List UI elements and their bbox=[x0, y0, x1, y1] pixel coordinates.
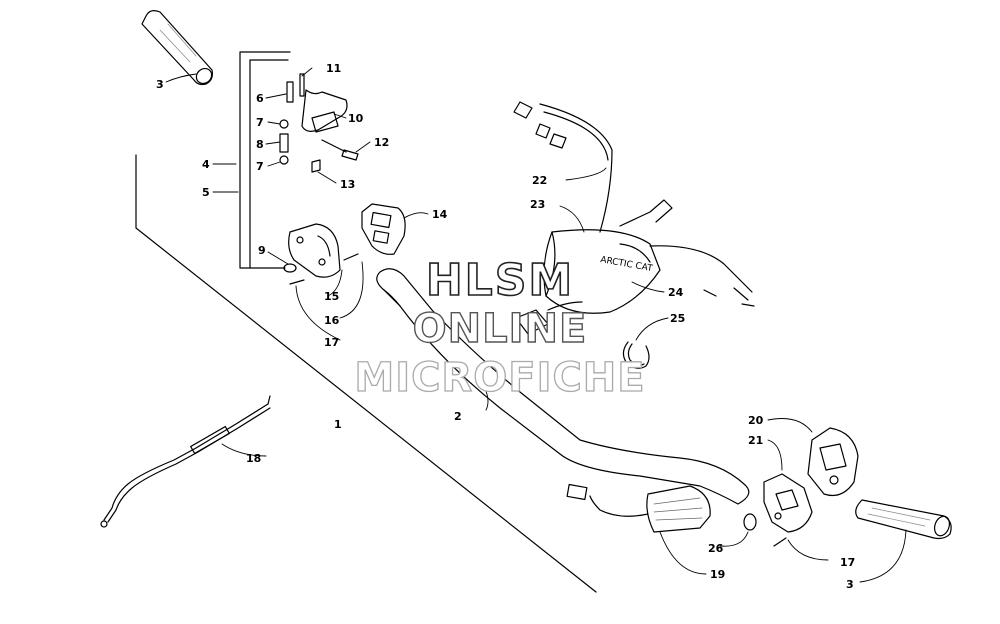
left-grip bbox=[141, 10, 213, 86]
callout-11: 11 bbox=[326, 62, 341, 75]
callout-3-left: 3 bbox=[156, 78, 164, 91]
callout-21: 21 bbox=[748, 434, 763, 447]
callout-6: 6 bbox=[256, 92, 264, 105]
right-switch bbox=[807, 427, 859, 497]
bushing bbox=[743, 513, 757, 531]
callout-23: 23 bbox=[530, 198, 545, 211]
harness-pad bbox=[513, 101, 755, 335]
callout-22: 22 bbox=[532, 174, 547, 187]
callout-26: 26 bbox=[708, 542, 724, 555]
pad-logo: ARCTIC CAT bbox=[599, 255, 653, 274]
callout-7-top: 7 bbox=[256, 116, 264, 129]
callout-20: 20 bbox=[748, 414, 764, 427]
callout-5: 5 bbox=[202, 186, 210, 199]
callout-17-left: 17 bbox=[324, 336, 339, 349]
right-bracket bbox=[763, 473, 813, 533]
callout-24: 24 bbox=[668, 286, 684, 299]
callout-labels: 1 2 3 3 4 5 6 7 7 8 9 10 11 12 13 14 15 … bbox=[156, 62, 855, 591]
callout-18: 18 bbox=[246, 452, 261, 465]
callout-25: 25 bbox=[670, 312, 685, 325]
right-grip bbox=[855, 499, 952, 540]
callout-19: 19 bbox=[710, 568, 725, 581]
callout-12: 12 bbox=[374, 136, 389, 149]
lever-parts bbox=[279, 73, 359, 173]
bracket-4-5 bbox=[239, 51, 291, 269]
left-switch bbox=[361, 203, 406, 255]
handlebar bbox=[376, 268, 750, 505]
callout-9: 9 bbox=[258, 244, 266, 257]
throttle-cable bbox=[100, 395, 271, 528]
callout-14: 14 bbox=[432, 208, 448, 221]
callout-16: 16 bbox=[324, 314, 340, 327]
callout-4: 4 bbox=[202, 158, 210, 171]
heater-element bbox=[566, 483, 711, 533]
clip-ring bbox=[622, 341, 650, 369]
assembly-line-1 bbox=[135, 154, 597, 593]
callout-15: 15 bbox=[324, 290, 339, 303]
small-pins bbox=[289, 253, 787, 547]
callout-8: 8 bbox=[256, 138, 264, 151]
callout-2: 2 bbox=[454, 410, 462, 423]
callout-1: 1 bbox=[334, 418, 342, 431]
callout-17-right: 17 bbox=[840, 556, 855, 569]
callout-3-right: 3 bbox=[846, 578, 854, 591]
callout-10: 10 bbox=[348, 112, 364, 125]
left-housing bbox=[283, 223, 341, 278]
callout-7-bottom: 7 bbox=[256, 160, 264, 173]
callout-13: 13 bbox=[340, 178, 355, 191]
leader-lines bbox=[165, 67, 907, 583]
